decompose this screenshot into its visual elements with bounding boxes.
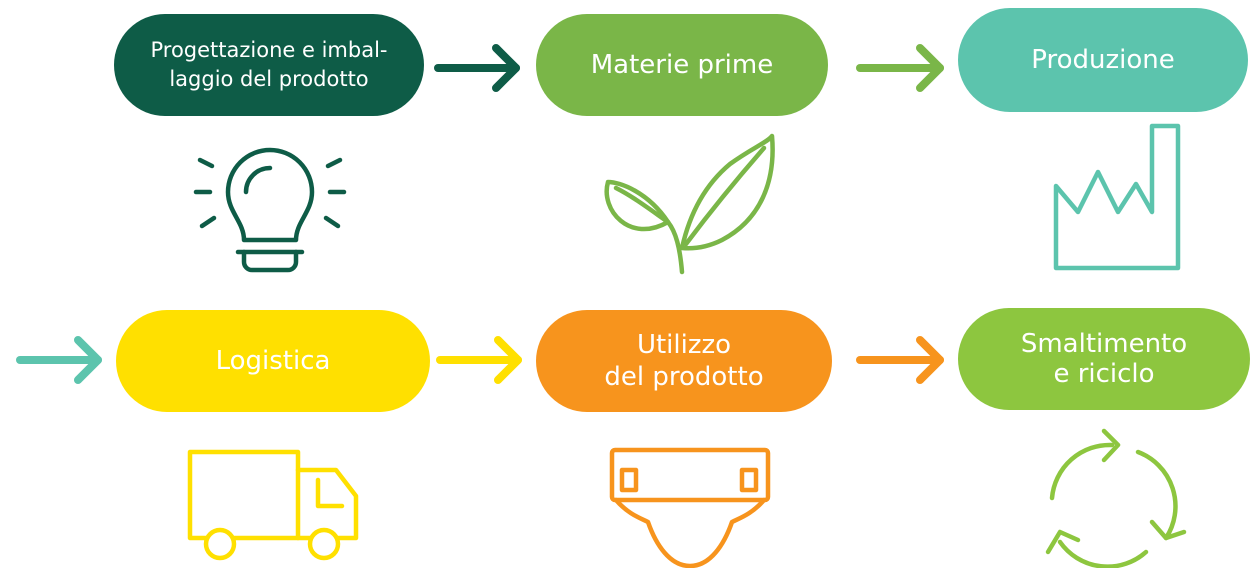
stage-raw-materials: Materie prime [536,14,828,116]
leaf-icon [604,133,775,275]
stage-label-line1: Materie prime [590,50,774,80]
recycle-icon [1045,428,1187,568]
stage-disposal-recycling: Smaltimento e riciclo [958,308,1250,410]
factory-icon [1053,123,1181,271]
arrow-logistics-to-use [436,336,522,384]
stage-label-line1: Progettazione e imbal- [150,38,388,62]
stage-label-line1: Logistica [215,346,331,376]
lightbulb-icon [193,147,347,273]
stage-label-line2: laggio del prodotto [169,67,369,91]
stage-label-line1: Produzione [1031,45,1175,75]
arrow-materials-to-production [856,44,944,92]
stage-product-use: Utilizzo del prodotto [536,310,832,412]
stage-design-packaging: Progettazione e imbal- laggio del prodot… [114,14,424,116]
stage-logistics: Logistica [116,310,430,412]
stage-label-line1: Smaltimento [1020,329,1188,359]
truck-icon [187,449,359,561]
stage-label-line2: del prodotto [604,362,764,392]
stage-label-line1: Utilizzo [636,330,732,360]
arrow-into-logistics [16,336,102,384]
arrow-design-to-materials [434,44,520,92]
stage-label-line2: e riciclo [1053,359,1155,389]
arrow-use-to-disposal [856,336,944,384]
stage-production: Produzione [958,8,1248,112]
diaper-icon [609,447,771,568]
